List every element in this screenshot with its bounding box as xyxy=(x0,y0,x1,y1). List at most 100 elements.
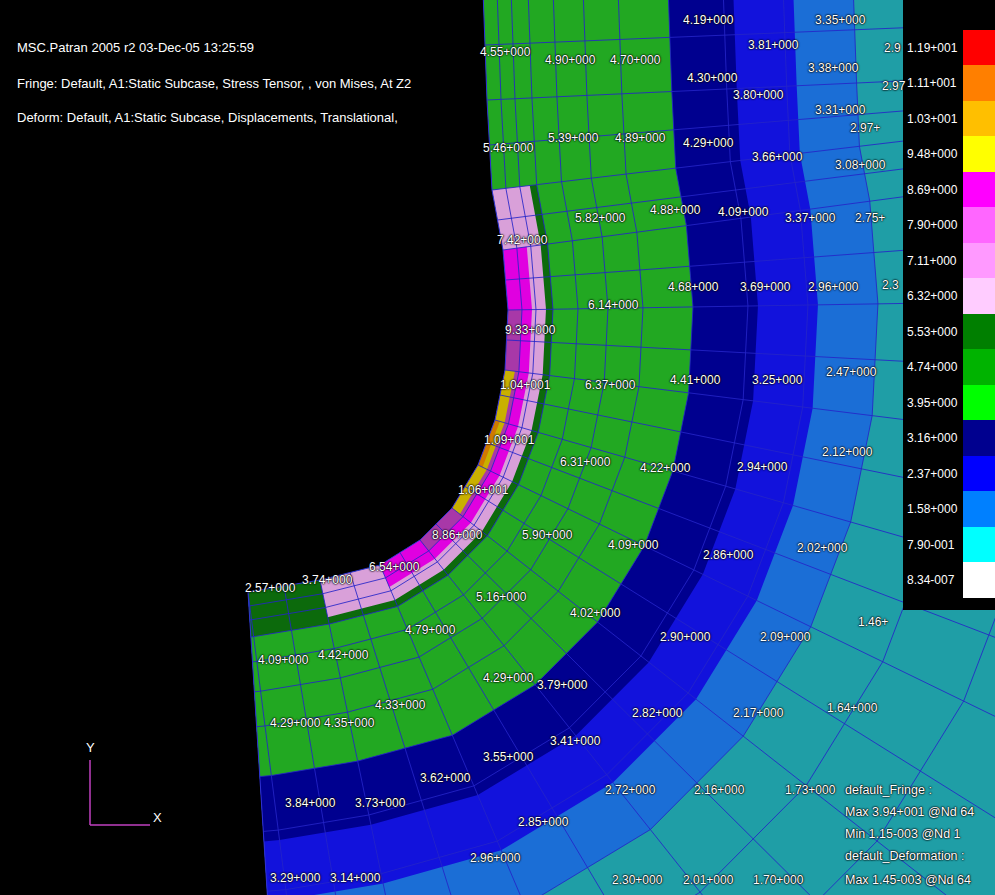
stress-value: 4.90+000 xyxy=(545,52,595,68)
stress-value: 7.42+000 xyxy=(497,232,547,248)
stress-value: 4.19+000 xyxy=(683,12,733,28)
stress-value: 4.41+000 xyxy=(670,372,720,388)
stress-value: 6.14+000 xyxy=(588,297,638,313)
legend-swatch xyxy=(963,420,995,456)
stress-value: 1.64+000 xyxy=(827,700,877,716)
legend-row: 6.32+000 xyxy=(905,278,995,314)
stress-value: 5.16+000 xyxy=(476,589,526,605)
mesh-line xyxy=(350,573,559,895)
legend-value: 4.74+000 xyxy=(907,359,957,375)
stress-value: 4.09+000 xyxy=(718,204,768,220)
stress-value: 3.81+000 xyxy=(748,37,798,53)
legend-row: 5.53+000 xyxy=(905,314,995,350)
contour-band xyxy=(320,186,546,618)
legend-row: 8.69+000 xyxy=(905,172,995,208)
stress-value: 4.35+000 xyxy=(324,715,374,731)
stress-value: 3.69+000 xyxy=(740,279,790,295)
legend-value: 1.58+000 xyxy=(907,501,957,517)
stress-value: 3.08+000 xyxy=(835,157,885,173)
legend-row: 1.03+001 xyxy=(905,101,995,137)
part-edge xyxy=(248,0,508,895)
plot-header: Deform: Default, A1:Static Subcase, Disp… xyxy=(17,110,398,126)
stress-value: 4.68+000 xyxy=(668,279,718,295)
mesh-line xyxy=(248,592,336,895)
mesh-line xyxy=(174,599,249,895)
legend-swatch xyxy=(963,136,995,172)
stress-value: 5.46+000 xyxy=(483,140,533,156)
stress-value: 3.25+000 xyxy=(752,372,802,388)
stress-value: 3.62+000 xyxy=(420,770,470,786)
stress-value: 4.42+000 xyxy=(318,647,368,663)
stress-value: 4.22+000 xyxy=(640,460,690,476)
result-summary: Min 1.15-003 @Nd 1 xyxy=(845,826,961,842)
axis-label: X xyxy=(153,810,162,826)
stress-value: 3.66+000 xyxy=(752,149,802,165)
plot-header: MSC.Patran 2005 r2 03-Dec-05 13:25:59 xyxy=(17,40,254,56)
y-axis-line xyxy=(89,760,91,825)
stress-value: 2.97 xyxy=(882,78,905,94)
legend-row: 7.90+000 xyxy=(905,207,995,243)
stress-value: 4.29+000 xyxy=(483,670,533,686)
stress-value: 6.54+000 xyxy=(369,559,419,575)
stress-value: 2.02+000 xyxy=(797,540,847,556)
stress-value: 2.3 xyxy=(882,277,899,293)
stress-value: 3.84+000 xyxy=(285,795,335,811)
stress-value: 2.82+000 xyxy=(632,705,682,721)
mesh-line xyxy=(400,553,758,895)
contour-band xyxy=(100,0,758,854)
stress-value: 1.70+000 xyxy=(753,872,803,888)
stress-value: 3.31+000 xyxy=(815,102,865,118)
legend-value: 6.32+000 xyxy=(907,288,957,304)
result-summary: Max 1.45-003 @Nd 64 xyxy=(845,872,971,888)
stress-value: 3.35+000 xyxy=(815,12,865,28)
mesh-line xyxy=(132,0,878,895)
legend-row: 2.37+000 xyxy=(905,456,995,492)
mesh-line xyxy=(100,605,161,895)
x-axis-line xyxy=(90,824,150,826)
mesh-line xyxy=(380,565,654,895)
stress-value: 5.39+000 xyxy=(548,130,598,146)
stress-value: 4.89+000 xyxy=(615,130,665,146)
legend-row: 3.16+000 xyxy=(905,420,995,456)
stress-value: 2.96+000 xyxy=(470,850,520,866)
legend-value: 8.34-007 xyxy=(907,572,954,588)
result-summary: default_Fringe : xyxy=(845,782,932,798)
stress-value: 2.17+000 xyxy=(733,705,783,721)
legend-value: 5.53+000 xyxy=(907,324,957,340)
legend-value: 3.16+000 xyxy=(907,430,957,446)
legend-swatch xyxy=(963,314,995,350)
mesh-line xyxy=(121,0,748,844)
legend-swatch xyxy=(963,527,995,563)
stress-value: 1.73+000 xyxy=(785,782,835,798)
stress-value: 3.74+000 xyxy=(302,572,352,588)
axis-label: Y xyxy=(86,740,95,756)
legend-row: 8.34-007 xyxy=(905,562,995,598)
stress-value: 1.09+001 xyxy=(484,432,534,448)
legend-value: 7.11+000 xyxy=(907,253,957,269)
legend-row: 4.74+000 xyxy=(905,349,995,385)
stress-value: 4.09+000 xyxy=(608,537,658,553)
contour-band xyxy=(100,0,818,895)
mesh-line xyxy=(320,580,463,895)
stress-value: 2.96+000 xyxy=(808,279,858,295)
stress-value: 6.31+000 xyxy=(560,454,610,470)
stress-value: 1.04+001 xyxy=(500,377,550,393)
stress-value: 4.88+000 xyxy=(650,202,700,218)
legend-swatch xyxy=(963,207,995,243)
legend-value: 1.03+001 xyxy=(907,111,957,127)
stress-value: 4.09+000 xyxy=(258,652,308,668)
stress-value: 3.14+000 xyxy=(330,870,380,886)
stress-value: 1.06+001 xyxy=(458,482,508,498)
legend-row: 1.11+001 xyxy=(905,65,995,101)
stress-value: 2.97+ xyxy=(850,120,880,136)
stress-value: 2.30+000 xyxy=(612,872,662,888)
stress-value: 4.30+000 xyxy=(687,70,737,86)
mesh-line xyxy=(478,465,995,771)
legend-row: 1.19+001 xyxy=(905,30,995,66)
legend-swatch xyxy=(963,243,995,279)
legend-row: 3.95+000 xyxy=(905,385,995,421)
legend-swatch xyxy=(963,562,995,598)
stress-value: 2.94+000 xyxy=(737,459,787,475)
legend-row: 9.48+000 xyxy=(905,136,995,172)
legend-value: 1.11+001 xyxy=(907,75,957,91)
